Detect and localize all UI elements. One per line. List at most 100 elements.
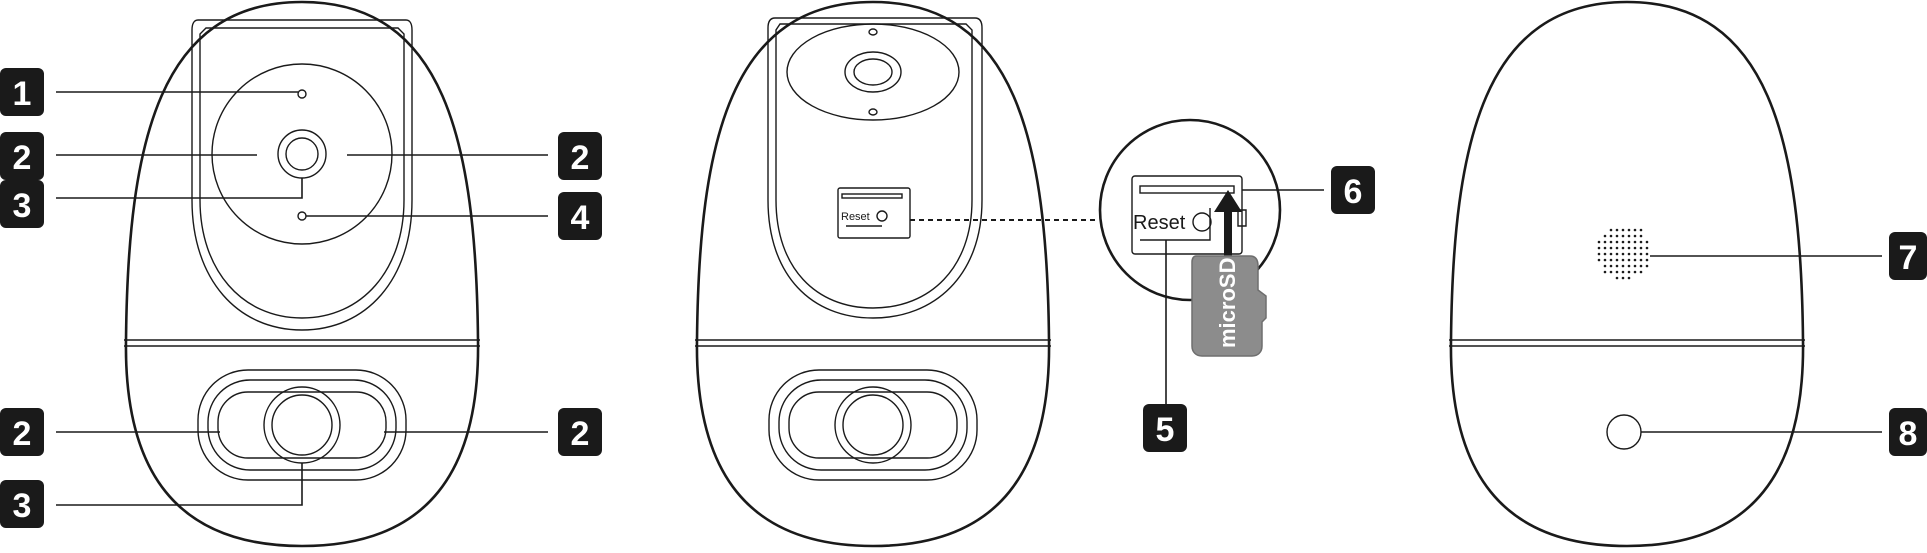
speaker-hole bbox=[1639, 258, 1643, 262]
speaker-hole bbox=[1615, 228, 1619, 232]
speaker-hole bbox=[1621, 246, 1625, 250]
microsd-label: microSD bbox=[1215, 258, 1240, 348]
tilted-body-outline bbox=[695, 0, 1051, 548]
speaker-hole bbox=[1627, 234, 1631, 238]
speaker-hole bbox=[1597, 240, 1601, 244]
tilted-view: Reset Reset microSD 5 bbox=[695, 0, 1375, 548]
speaker-hole bbox=[1639, 234, 1643, 238]
microsd-card-icon: microSD bbox=[1191, 255, 1267, 357]
speaker-hole bbox=[1603, 252, 1607, 256]
speaker-hole bbox=[1609, 264, 1613, 268]
speaker-hole bbox=[1621, 234, 1625, 238]
leader-3 bbox=[56, 178, 303, 199]
speaker-hole bbox=[1615, 240, 1619, 244]
speaker-hole bbox=[1621, 264, 1625, 268]
svg-text:3: 3 bbox=[13, 187, 32, 225]
speaker-hole bbox=[1633, 252, 1637, 256]
speaker-hole bbox=[1621, 228, 1625, 232]
speaker-hole bbox=[1645, 264, 1649, 268]
tilted-sd-slot bbox=[841, 193, 903, 199]
speaker-hole bbox=[1609, 270, 1613, 274]
callout-7: 7 bbox=[1889, 232, 1927, 280]
svg-text:2: 2 bbox=[571, 415, 590, 453]
speaker-hole bbox=[1639, 246, 1643, 250]
callout-2: 2 bbox=[558, 132, 602, 180]
speaker-hole bbox=[1633, 228, 1637, 232]
back-view: 7 8 bbox=[1449, 0, 1927, 548]
leader-3b bbox=[56, 463, 303, 506]
callout-3: 3 bbox=[0, 180, 44, 228]
front-window bbox=[191, 19, 413, 331]
speaker-hole bbox=[1615, 246, 1619, 250]
callout-8: 8 bbox=[1889, 408, 1927, 456]
svg-text:2: 2 bbox=[571, 139, 590, 177]
speaker-hole bbox=[1627, 258, 1631, 262]
reset-button bbox=[1192, 212, 1212, 232]
speaker-grille-icon bbox=[1597, 228, 1649, 280]
speaker-hole bbox=[1615, 276, 1619, 280]
speaker-hole bbox=[1597, 258, 1601, 262]
speaker-hole bbox=[1645, 252, 1649, 256]
speaker-hole bbox=[1633, 270, 1637, 274]
tilted-sensor-bottom bbox=[868, 108, 878, 116]
speaker-hole bbox=[1609, 228, 1613, 232]
svg-text:8: 8 bbox=[1899, 415, 1918, 453]
speaker-hole bbox=[1633, 246, 1637, 250]
speaker-hole bbox=[1615, 252, 1619, 256]
speaker-hole bbox=[1633, 240, 1637, 244]
speaker-hole bbox=[1609, 234, 1613, 238]
zoom-slot-panel bbox=[1131, 175, 1243, 255]
tilted-lens bbox=[844, 51, 902, 93]
callout-3: 3 bbox=[0, 480, 44, 528]
callout-6: 6 bbox=[1331, 166, 1375, 214]
svg-text:2: 2 bbox=[13, 139, 32, 177]
camera-lens-inner bbox=[285, 137, 319, 171]
speaker-hole bbox=[1627, 246, 1631, 250]
speaker-hole bbox=[1597, 246, 1601, 250]
speaker-hole bbox=[1603, 234, 1607, 238]
light-sensor bbox=[297, 89, 307, 99]
tilted-pir-outer bbox=[768, 369, 978, 481]
speaker-hole bbox=[1633, 258, 1637, 262]
speaker-hole bbox=[1627, 252, 1631, 256]
tilted-pir-sensor-inner bbox=[842, 394, 904, 456]
tilted-slot-panel bbox=[837, 187, 911, 239]
callout-2: 2 bbox=[0, 132, 44, 180]
callout-4: 4 bbox=[558, 192, 602, 240]
speaker-hole bbox=[1603, 246, 1607, 250]
svg-text:2: 2 bbox=[13, 415, 32, 453]
speaker-hole bbox=[1603, 270, 1607, 274]
speaker-hole bbox=[1645, 246, 1649, 250]
speaker-hole bbox=[1639, 240, 1643, 244]
tilted-lens-inner bbox=[853, 58, 893, 86]
front-window-inner bbox=[199, 27, 405, 319]
speaker-hole bbox=[1627, 270, 1631, 274]
tilted-head bbox=[767, 17, 983, 319]
speaker-hole bbox=[1615, 234, 1619, 238]
callout-5: 5 bbox=[1143, 404, 1187, 452]
reset-label: Reset bbox=[1133, 212, 1186, 234]
speaker-hole bbox=[1627, 228, 1631, 232]
speaker-hole bbox=[1639, 228, 1643, 232]
speaker-hole bbox=[1645, 240, 1649, 244]
tilted-reset-label: Reset bbox=[841, 211, 870, 223]
back-body-outline bbox=[1449, 0, 1805, 548]
speaker-hole bbox=[1621, 258, 1625, 262]
speaker-hole bbox=[1603, 258, 1607, 262]
front-lens-ring bbox=[211, 63, 393, 245]
tilted-reset-button bbox=[876, 210, 888, 222]
speaker-hole bbox=[1615, 270, 1619, 274]
pir-sensor-inner bbox=[271, 394, 333, 456]
speaker-hole bbox=[1621, 276, 1625, 280]
speaker-hole bbox=[1633, 234, 1637, 238]
speaker-hole bbox=[1627, 276, 1631, 280]
speaker-hole bbox=[1639, 270, 1643, 274]
speaker-hole bbox=[1615, 264, 1619, 268]
svg-text:6: 6 bbox=[1344, 173, 1363, 211]
zoom-detail-circle bbox=[1098, 118, 1282, 302]
callout-2: 2 bbox=[0, 408, 44, 456]
reset-bracket bbox=[1140, 208, 1211, 241]
speaker-hole bbox=[1597, 252, 1601, 256]
speaker-hole bbox=[1621, 270, 1625, 274]
